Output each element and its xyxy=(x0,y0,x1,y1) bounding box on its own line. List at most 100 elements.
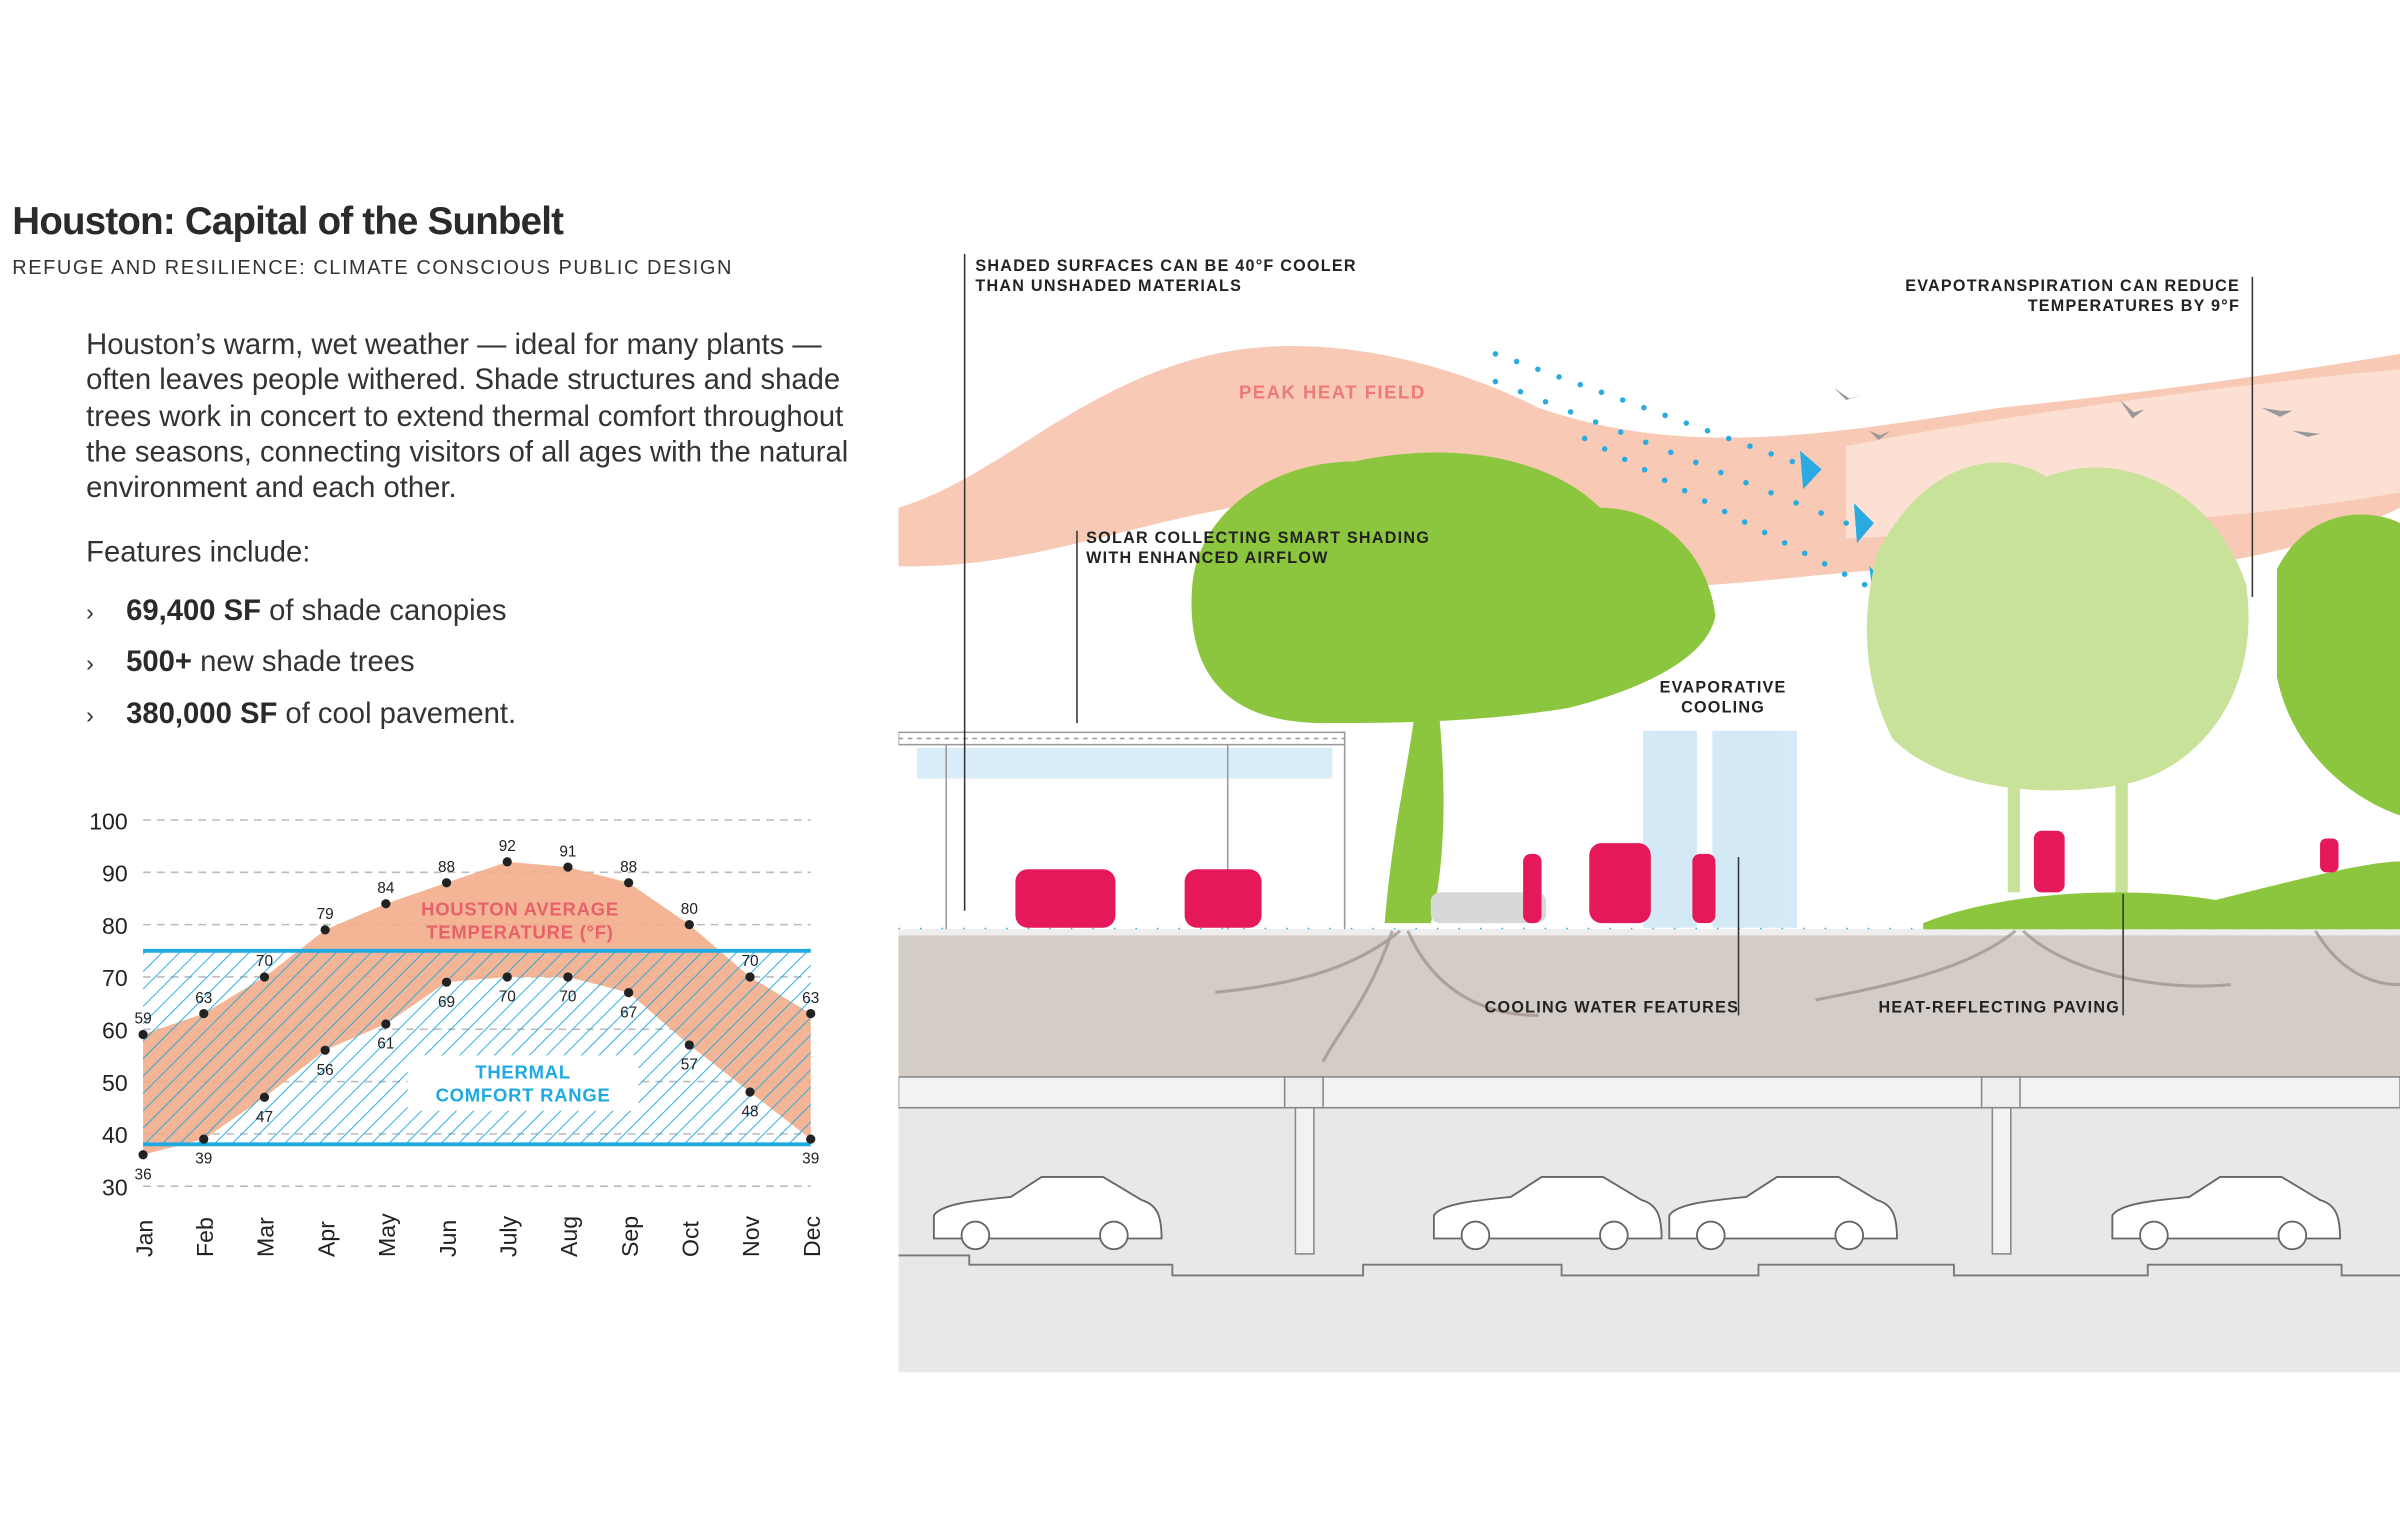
y-tick-label: 90 xyxy=(102,861,128,887)
data-label: 88 xyxy=(438,859,455,876)
air-dot xyxy=(1542,398,1549,405)
tree-roots xyxy=(1215,929,2400,1063)
air-dot xyxy=(1492,378,1499,385)
intro-paragraph: Houston’s warm, wet weather — ideal for … xyxy=(86,329,849,505)
feature-item: ›380,000 SF of cool pavement. xyxy=(86,698,517,731)
y-tick-label: 60 xyxy=(102,1017,128,1043)
data-label: 69 xyxy=(438,994,455,1011)
data-point-low xyxy=(624,988,634,998)
car-icon xyxy=(932,1176,1163,1251)
air-dot xyxy=(1661,477,1668,484)
ground-section xyxy=(898,929,2400,1077)
y-tick-label: 40 xyxy=(102,1122,128,1148)
data-point-low xyxy=(320,1045,330,1055)
data-point-low xyxy=(138,1150,148,1160)
air-dot xyxy=(1821,560,1828,567)
air-dot xyxy=(1793,500,1799,506)
air-dot xyxy=(1642,439,1649,445)
data-label: 57 xyxy=(681,1057,698,1074)
air-dot xyxy=(1641,404,1647,411)
x-tick-label: Jan xyxy=(131,1220,157,1257)
data-label: 80 xyxy=(681,901,698,918)
data-point-high xyxy=(259,972,270,982)
air-dot xyxy=(1517,388,1524,395)
data-label: 84 xyxy=(377,880,395,897)
data-point-low xyxy=(259,1092,270,1102)
car-icon xyxy=(2111,1176,2341,1251)
air-dot xyxy=(1725,435,1732,442)
air-dot xyxy=(1681,487,1688,494)
people-icon xyxy=(1015,830,2339,928)
label-reflecting-paving: HEAT-REFLECTING PAVING xyxy=(1878,998,2121,1017)
data-point-low xyxy=(441,977,452,987)
air-dot xyxy=(1818,510,1824,516)
car-icon xyxy=(1432,1176,1663,1251)
air-dot xyxy=(1741,519,1748,525)
water-feature xyxy=(1643,730,1797,928)
data-label: 70 xyxy=(499,989,516,1006)
air-dot xyxy=(1768,451,1774,457)
comfort-range-hatch xyxy=(143,950,811,1145)
air-dot xyxy=(1683,420,1690,426)
data-point-high xyxy=(199,1008,209,1019)
x-tick-label: Oct xyxy=(678,1220,704,1256)
data-label: 88 xyxy=(620,859,637,876)
y-tick-label: 80 xyxy=(102,913,128,939)
data-label: 70 xyxy=(559,989,576,1006)
grass-mound xyxy=(1923,861,2400,930)
data-label: 79 xyxy=(317,906,334,923)
peak-heat-field-label: PEAK HEAT FIELD xyxy=(1239,381,1426,402)
air-dot xyxy=(1592,419,1599,425)
y-tick-label: 50 xyxy=(102,1070,128,1096)
data-point-high xyxy=(806,1008,816,1019)
data-point-low xyxy=(745,1087,755,1097)
data-label: 67 xyxy=(620,1004,637,1021)
air-dot xyxy=(1789,458,1796,465)
air-dot xyxy=(1861,581,1868,588)
comfort-label: THERMAL xyxy=(475,1061,571,1082)
air-dot xyxy=(1577,381,1584,388)
chevron-right-icon: › xyxy=(86,650,94,677)
air-dot xyxy=(1621,456,1628,463)
air-dot xyxy=(1843,520,1849,526)
comfort-label: COMFORT RANGE xyxy=(436,1085,611,1106)
data-label: 63 xyxy=(195,990,212,1007)
data-label: 36 xyxy=(135,1166,152,1183)
air-dot xyxy=(1801,550,1808,557)
features-heading: Features include: xyxy=(86,536,311,570)
x-tick-label: Jun xyxy=(435,1220,461,1257)
data-point-low xyxy=(563,972,573,982)
air-dot xyxy=(1535,366,1541,373)
data-label: 47 xyxy=(256,1109,273,1126)
car-icon xyxy=(1668,1176,1898,1251)
airflow-dots xyxy=(1492,351,1868,588)
y-tick-label: 30 xyxy=(102,1174,128,1200)
data-point-low xyxy=(806,1134,816,1144)
chevron-right-icon: › xyxy=(86,703,94,730)
air-dot xyxy=(1761,529,1768,536)
y-tick-label: 100 xyxy=(89,808,127,834)
air-dot xyxy=(1721,508,1728,515)
air-dot xyxy=(1781,540,1788,546)
shade-tree xyxy=(1191,452,2400,924)
data-point-high xyxy=(684,920,694,930)
air-dot xyxy=(1641,467,1648,473)
y-tick-label: 70 xyxy=(102,965,128,991)
page-title: Houston: Capital of the Sunbelt xyxy=(12,200,564,244)
data-point-high xyxy=(624,878,634,888)
feature-item: ›69,400 SF of shade canopies xyxy=(86,595,507,628)
air-dot xyxy=(1567,409,1574,415)
x-tick-label: July xyxy=(495,1215,521,1256)
x-tick-label: Feb xyxy=(192,1217,218,1257)
urban-section-diagram: PEAK HEAT FIELD xyxy=(898,253,2400,1373)
x-tick-label: Dec xyxy=(799,1216,825,1257)
smart-shading-canopy xyxy=(898,731,1346,930)
air-dot xyxy=(1704,428,1711,434)
air-dot xyxy=(1598,389,1605,396)
data-label: 70 xyxy=(256,953,273,970)
feature-item: ›500+ new shade trees xyxy=(86,646,415,679)
data-point-high xyxy=(381,899,391,909)
